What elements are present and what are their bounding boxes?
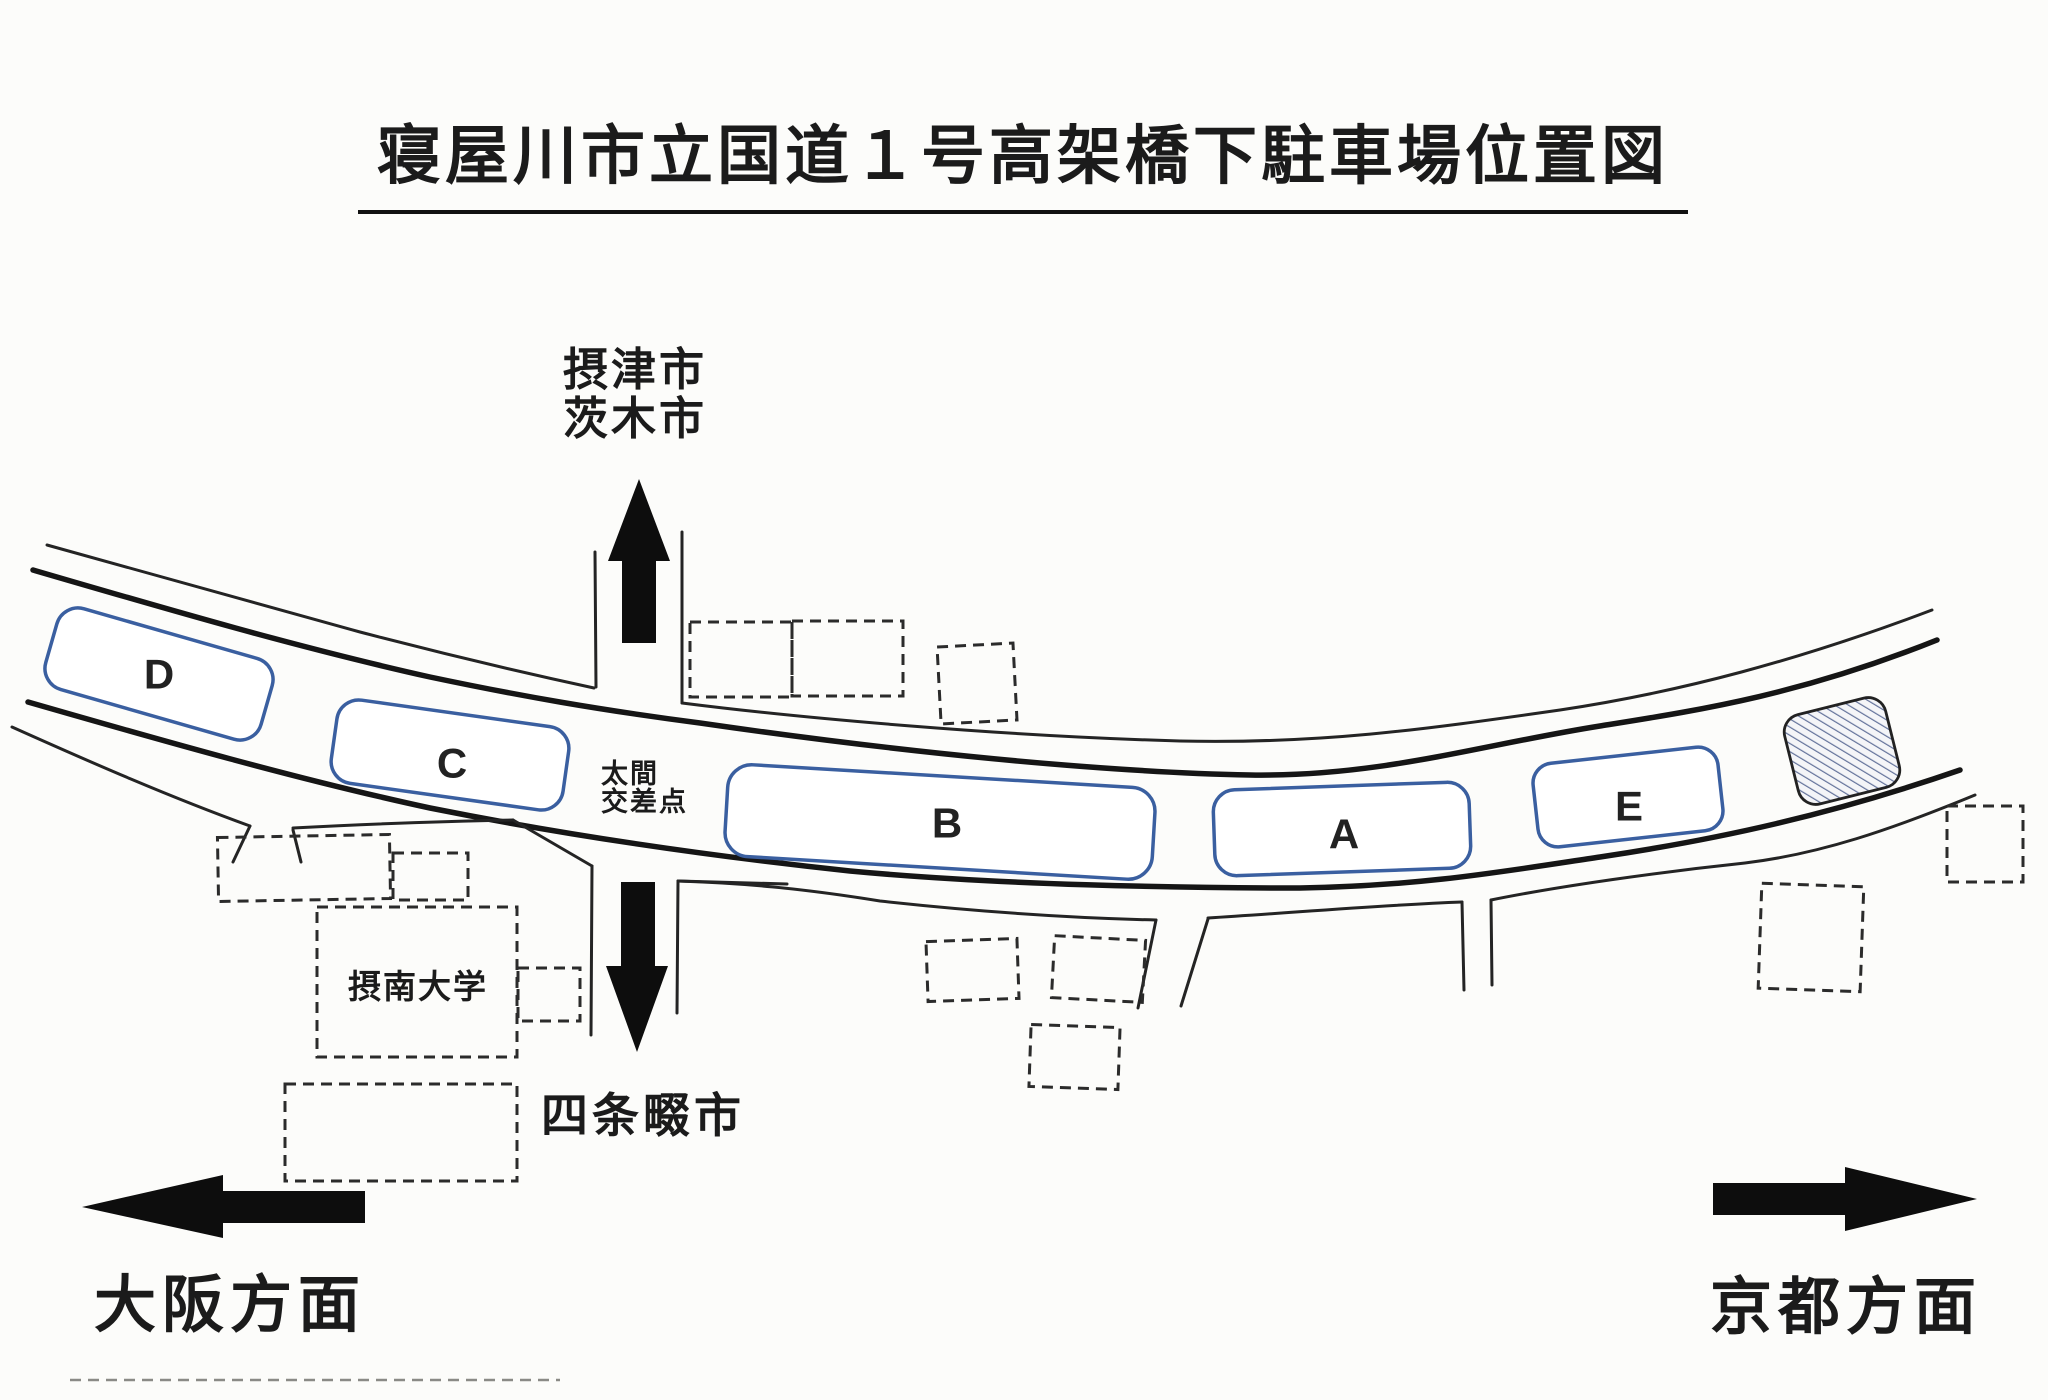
parking-area-e-outline (1531, 745, 1725, 849)
map-title-block: 寝屋川市立国道１号高架橋下駐車場位置図 (358, 120, 1688, 214)
building-box (516, 966, 582, 1023)
cross-road-lower-left-line (589, 864, 594, 1037)
parking-area-e (1531, 745, 1725, 849)
building-box (935, 641, 1019, 726)
road-edge-bottom-1 (10, 725, 252, 828)
road-edge-bottom-5 (1489, 793, 1977, 902)
building-box (215, 832, 393, 904)
page-title: 寝屋川市立国道１号高架橋下駐車場位置図 (377, 120, 1669, 192)
arrow-up-icon (608, 479, 670, 643)
building-box (1756, 881, 1866, 994)
parking-area-a (1211, 780, 1473, 878)
road-edge-bottom-4 (1206, 900, 1464, 920)
road-edge-top-left (45, 543, 596, 690)
road-edge-top-right (680, 608, 1934, 743)
building-box (391, 851, 470, 902)
road-edge-bottom-2 (291, 818, 515, 830)
hatched-area-outline (1782, 696, 1902, 806)
arrow-left-icon (82, 1175, 365, 1238)
road-flare (231, 824, 252, 864)
building-box (688, 620, 794, 699)
setsunan-univ-label: 摂南大学 (348, 968, 488, 1005)
arrow-right-icon (1713, 1167, 1977, 1231)
parking-area-c (329, 698, 571, 812)
parking-label-e: E (1615, 783, 1643, 830)
cross-road-upper-left-line (593, 550, 598, 689)
parking-label-b: B (932, 800, 962, 847)
parking-label-c: C (437, 740, 467, 787)
parking-label-a: A (1329, 811, 1359, 858)
side-street-stub (1460, 900, 1466, 992)
side-street-stub (1489, 898, 1494, 987)
road-line-top-thick (30, 567, 1940, 778)
road-flare (511, 818, 594, 868)
cross-road-lower-right-line (675, 879, 680, 1015)
north-label-line1: 摂津市 (563, 344, 707, 395)
direction-arrows (82, 479, 1977, 1238)
building-box (1049, 934, 1148, 1004)
road-line-bottom-thick (25, 699, 1963, 891)
arrow-down-icon (606, 882, 668, 1052)
road-flare (1136, 918, 1158, 1010)
west-label: 大阪方面 (94, 1271, 366, 1340)
building-box (924, 936, 1021, 1004)
intersection-label-line1: 太間 (601, 759, 659, 789)
map-labels: 摂津市 茨木市 太間 交差点 摂南大学 四条畷市 大阪方面 京都方面 (94, 344, 1982, 1342)
north-label-line2: 茨木市 (563, 393, 707, 444)
road-flare (1179, 917, 1210, 1008)
building-box (790, 619, 905, 698)
south-label: 四条畷市 (541, 1089, 745, 1142)
building-box (283, 1082, 519, 1183)
buildings (70, 619, 2025, 1382)
parking-area-d (43, 606, 275, 742)
parking-label-d: D (144, 651, 174, 698)
intersection-label-line2: 交差点 (601, 786, 688, 817)
building-box (1945, 804, 2025, 884)
parking-area-d-outline (43, 606, 275, 742)
parking-area-b (723, 763, 1157, 881)
parking-area-b-outline (723, 763, 1157, 881)
building-box (1027, 1022, 1122, 1092)
parking-areas: D C B A E (43, 606, 1902, 881)
east-label: 京都方面 (1710, 1273, 1982, 1342)
cross-road-flare-right (676, 879, 789, 886)
hatched-area (1782, 696, 1902, 806)
parking-area-c-outline (329, 698, 571, 812)
parking-area-a-outline (1211, 780, 1473, 878)
cross-road (589, 530, 789, 1037)
